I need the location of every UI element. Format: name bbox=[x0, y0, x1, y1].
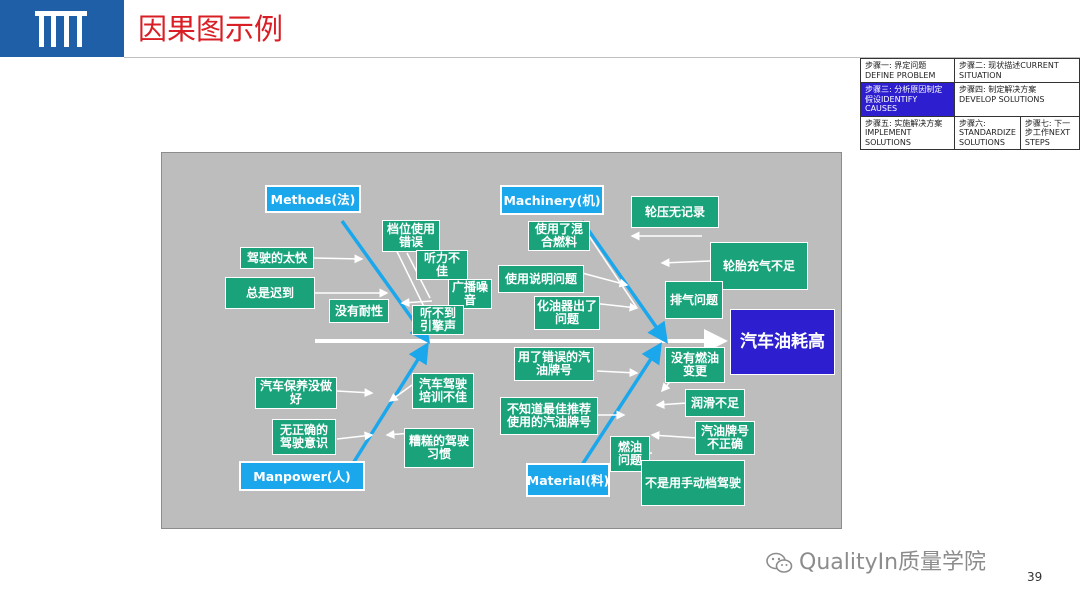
brand-logo bbox=[0, 0, 124, 57]
step-3: 步骤三: 分析原因制定假设IDENTIFY CAUSES bbox=[860, 82, 955, 117]
step-7: 步骤七: 下一步工作NEXT STEPS bbox=[1019, 115, 1080, 150]
cause-m4: 广播噪音 bbox=[448, 279, 492, 309]
cause-m1: 档位使用错误 bbox=[382, 220, 440, 252]
step-5: 步骤五: 实施解决方案 IMPLEMENT SOLUTIONS bbox=[860, 115, 955, 150]
cause-m2: 驾驶的太快 bbox=[240, 247, 314, 269]
cause-t6: 燃油问题 bbox=[610, 436, 650, 472]
wechat-icon bbox=[766, 552, 793, 573]
watermark: QualityIn质量学院 bbox=[765, 544, 986, 576]
sub-bone-p3 bbox=[336, 431, 374, 441]
sub-bone-t3 bbox=[655, 400, 688, 409]
step-1: 步骤一: 界定问题 DEFINE PROBLEM bbox=[860, 58, 955, 83]
cause-p4: 糟糕的驾驶习惯 bbox=[404, 428, 474, 468]
step-4: 步骤四: 制定解决方案 DEVELOP SOLUTIONS bbox=[954, 82, 1080, 117]
cause-k3: 轮胎充气不足 bbox=[710, 242, 808, 290]
cause-p3: 无正确的驾驶意识 bbox=[272, 419, 336, 455]
sub-bone-t1 bbox=[596, 368, 639, 378]
category-manpower: Manpower(人) bbox=[239, 461, 365, 491]
cause-t5: 汽油牌号不正确 bbox=[695, 421, 755, 455]
effect-box: 汽车油耗高 bbox=[730, 309, 835, 375]
cause-k6: 化油器出了问题 bbox=[534, 296, 600, 330]
cause-t3: 润滑不足 bbox=[685, 389, 745, 417]
title-divider bbox=[124, 57, 1080, 58]
fishbone-diagram: Methods(法) Machinery(机) Manpower(人) Mate… bbox=[161, 152, 842, 529]
sub-bone-k3 bbox=[660, 258, 711, 268]
cause-k2: 使用了混合燃料 bbox=[528, 221, 590, 251]
sub-bone-k2 bbox=[586, 232, 638, 309]
sub-bone-k4 bbox=[581, 272, 629, 288]
bone-manpower bbox=[350, 342, 429, 466]
cause-t7: 不是用手动档驾驶 bbox=[641, 460, 745, 506]
cause-k5: 排气问题 bbox=[665, 281, 723, 319]
category-material: Material(料) bbox=[526, 463, 610, 497]
cause-t4: 不知道最佳推荐使用的汽油牌号 bbox=[500, 397, 598, 435]
cause-t2: 没有燃油变更 bbox=[665, 347, 725, 383]
sub-bone-p1 bbox=[336, 388, 374, 398]
cause-t1: 用了错误的汽油牌号 bbox=[514, 347, 594, 381]
cause-p1: 汽车保养没做好 bbox=[255, 377, 337, 409]
building-icon bbox=[35, 11, 87, 47]
category-machinery: Machinery(机) bbox=[500, 185, 604, 215]
watermark-text: QualityIn质量学院 bbox=[799, 550, 987, 575]
sub-bone-m7 bbox=[400, 298, 433, 307]
cause-m6: 没有耐性 bbox=[329, 299, 389, 323]
cause-m5: 总是迟到 bbox=[225, 277, 315, 309]
sub-bone-m2 bbox=[313, 254, 364, 264]
page-number: 39 bbox=[1027, 570, 1043, 584]
cause-p2: 汽车驾驶培训不佳 bbox=[412, 373, 474, 409]
sub-bone-p2 bbox=[388, 384, 413, 402]
steps-table: 步骤一: 界定问题 DEFINE PROBLEM 步骤二: 现状描述CURREN… bbox=[860, 58, 1080, 150]
sub-bone-t5 bbox=[650, 431, 698, 440]
bone-material bbox=[580, 342, 662, 466]
cause-m3: 听力不佳 bbox=[416, 250, 468, 280]
page-title: 因果图示例 bbox=[138, 12, 284, 46]
cause-k4: 使用说明问题 bbox=[498, 265, 584, 293]
step-6: 步骤六: STANDARDIZE SOLUTIONS bbox=[954, 115, 1021, 150]
step-2: 步骤二: 现状描述CURRENT SITUATION bbox=[954, 58, 1080, 83]
cause-m7: 听不到引擎声 bbox=[412, 305, 464, 335]
category-methods: Methods(法) bbox=[265, 185, 361, 213]
cause-k1: 轮压无记录 bbox=[631, 196, 719, 228]
